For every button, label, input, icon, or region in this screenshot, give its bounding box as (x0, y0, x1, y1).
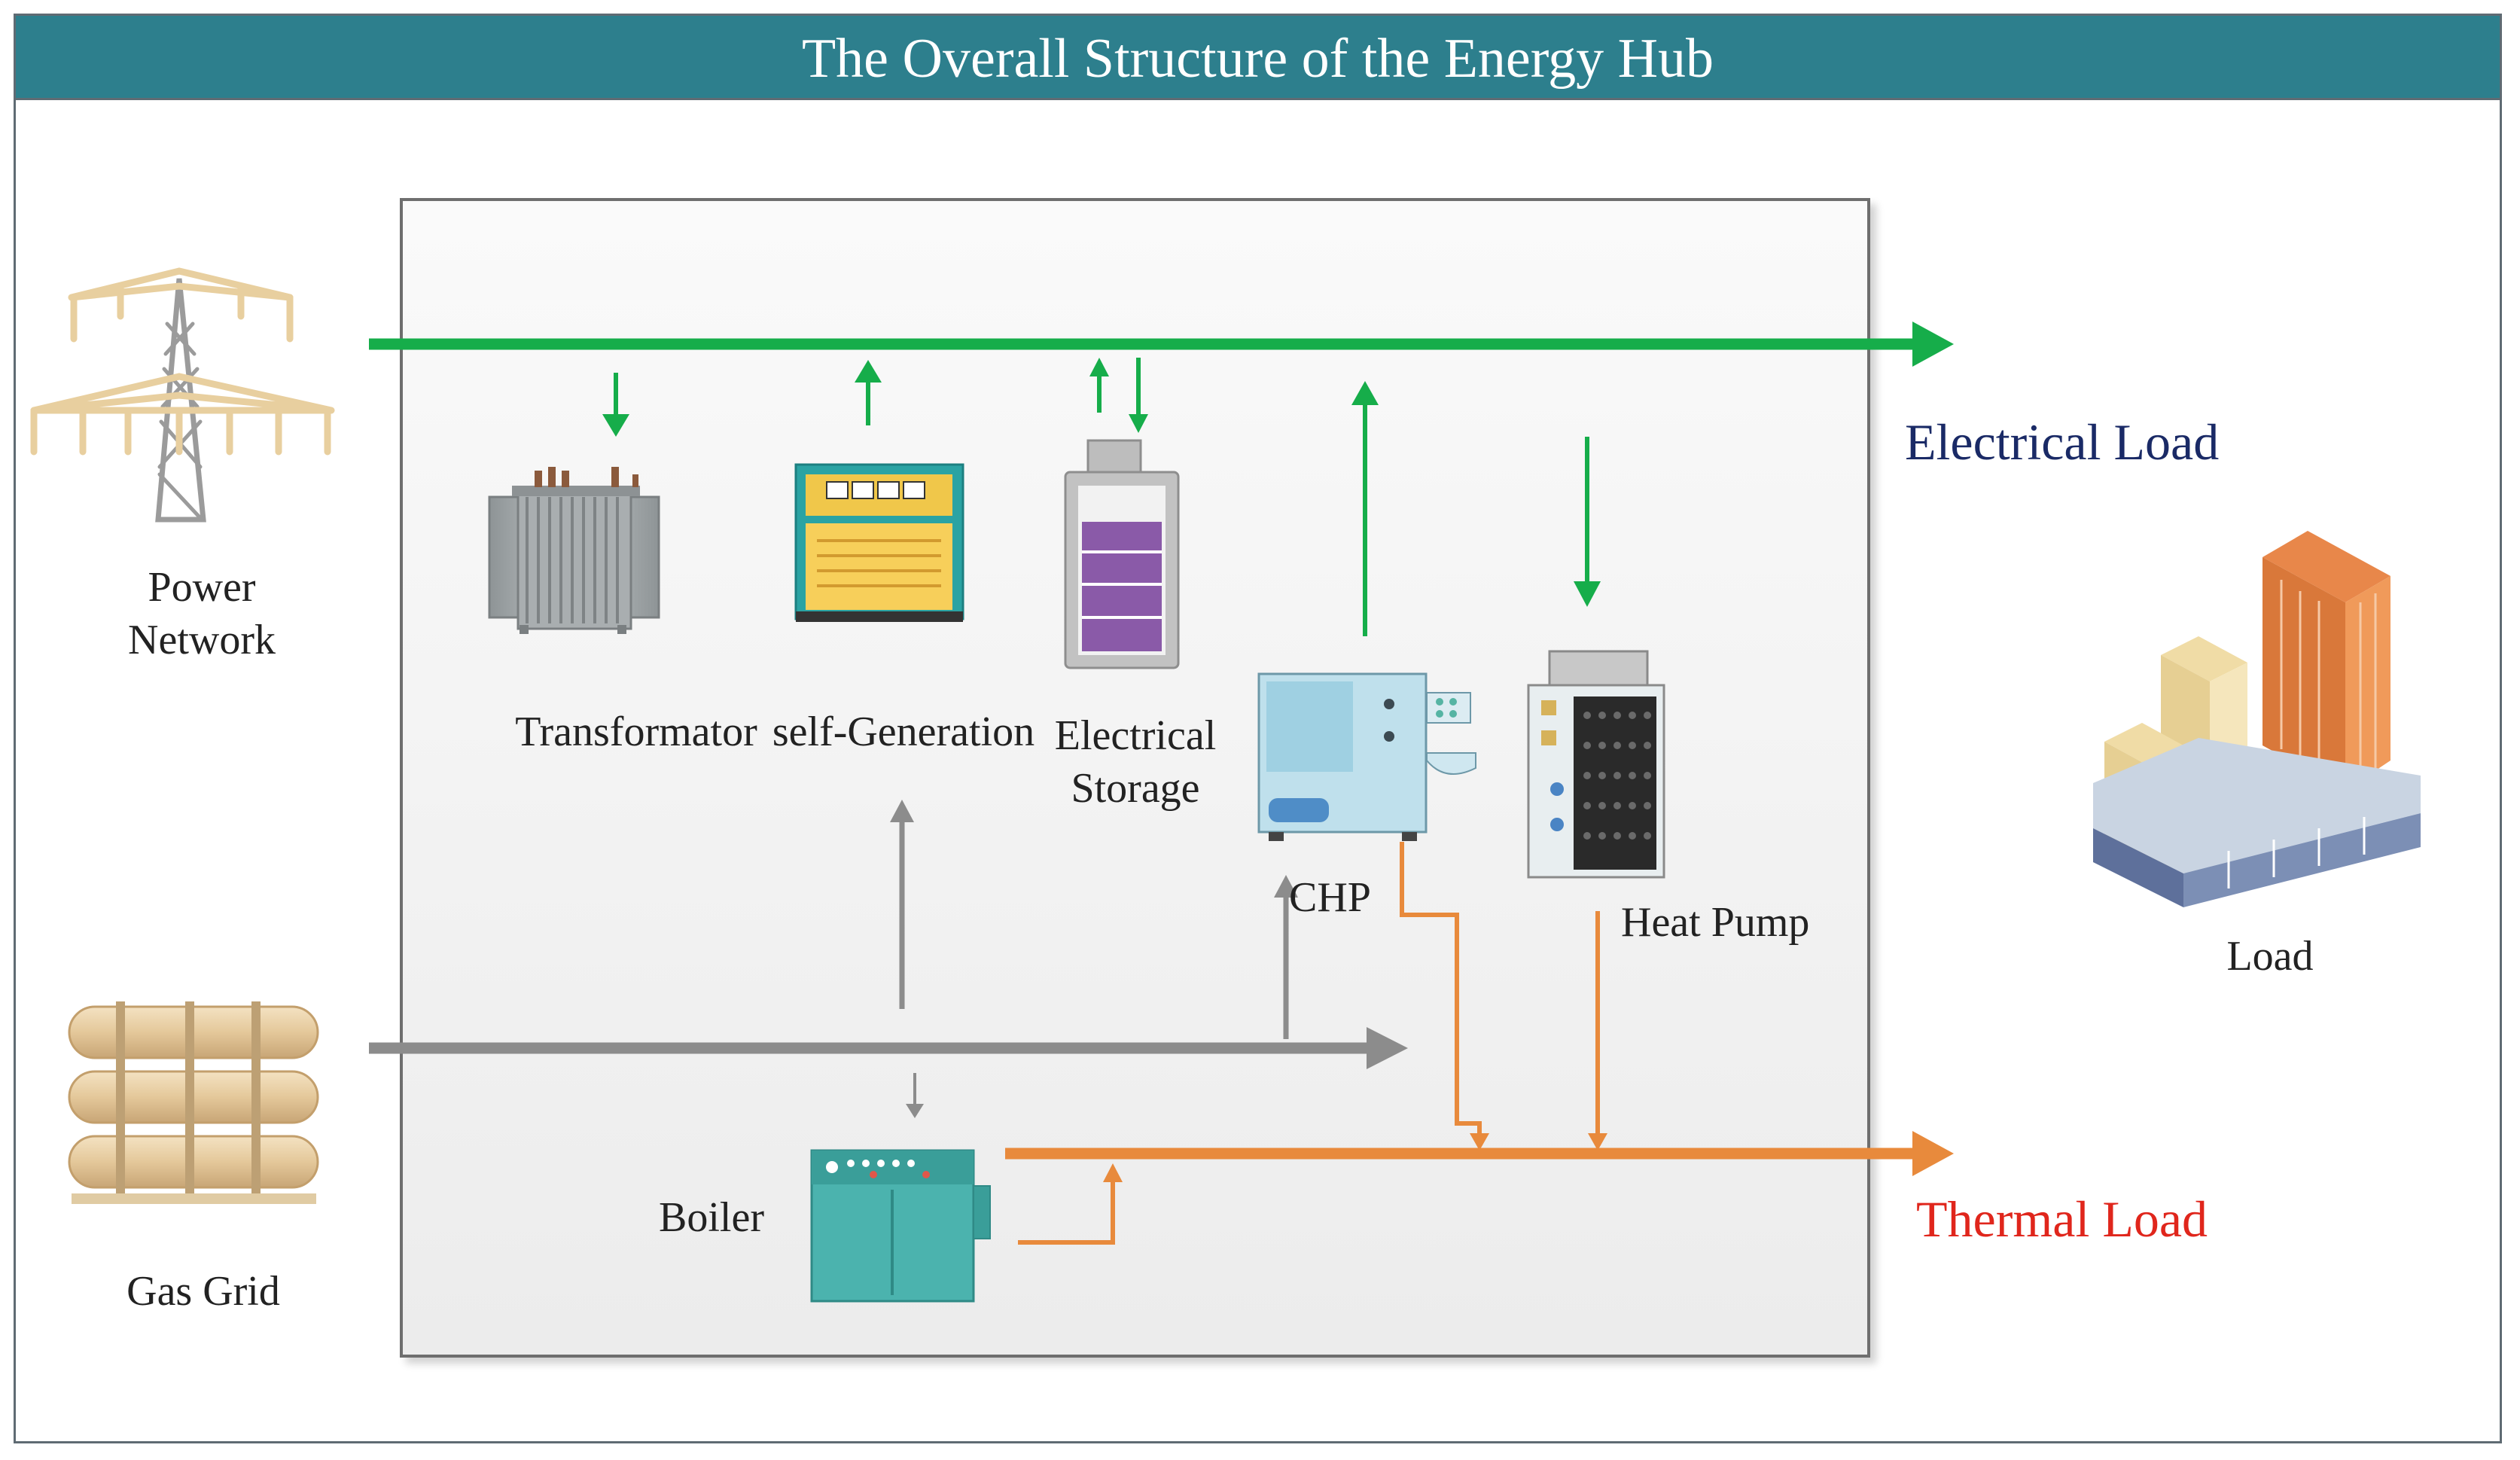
boiler-heat-connector (1018, 1178, 1115, 1245)
heat-pump-label: Heat Pump (1621, 899, 1810, 946)
boiler-icon (810, 1149, 991, 1303)
diagram-title: The Overall Structure of the Energy Hub (14, 14, 2502, 100)
storage-charge-arrow (1129, 358, 1148, 433)
self-generation-label: self-Generation (772, 709, 1035, 755)
power-tower-icon (30, 267, 335, 523)
electrical-storage-label-line2: Storage (1071, 765, 1200, 812)
chp-electric-output-arrow (1351, 381, 1379, 636)
gas-grid-label: Gas Grid (126, 1268, 280, 1315)
gas-to-boiler-arrow (906, 1073, 924, 1118)
chp-label: CHP (1289, 874, 1371, 921)
transformator-label: Transformator (515, 709, 757, 755)
storage-discharge-arrow (1089, 358, 1109, 413)
electrical-load-label: Electrical Load (1905, 413, 2220, 471)
power-network-label-line2: Network (128, 617, 276, 663)
thermal-load-label: Thermal Load (1916, 1190, 2208, 1248)
electric-bus-line (369, 322, 1954, 367)
gas-tanks-icon (68, 1001, 319, 1204)
self-generation-icon (794, 463, 964, 622)
gas-to-self-generation-arrow (890, 800, 914, 1009)
heat-pump-icon (1527, 650, 1665, 879)
chp-unit-icon (1257, 672, 1476, 841)
power-network-label: Power Network (128, 561, 276, 666)
chp-heat-connector (1400, 842, 1482, 1141)
electrical-storage-label-line1: Electrical (1054, 712, 1217, 759)
boiler-label: Boiler (659, 1194, 764, 1241)
gas-to-chp-arrow (1274, 875, 1298, 1039)
power-network-label-line1: Power (148, 564, 256, 611)
transformator-icon (488, 467, 660, 634)
transformator-input-arrow (602, 373, 629, 437)
self-generation-output-arrow (855, 360, 882, 425)
electrical-storage-label: Electrical Storage (1055, 709, 1217, 815)
heat-pump-input-arrow (1574, 437, 1601, 607)
battery-icon (1064, 439, 1180, 669)
load-label: Load (2226, 933, 2314, 980)
load-buildings-icon (2093, 531, 2421, 907)
thermal-bus-line (1005, 1131, 1954, 1176)
gas-bus-line (369, 1027, 1408, 1069)
